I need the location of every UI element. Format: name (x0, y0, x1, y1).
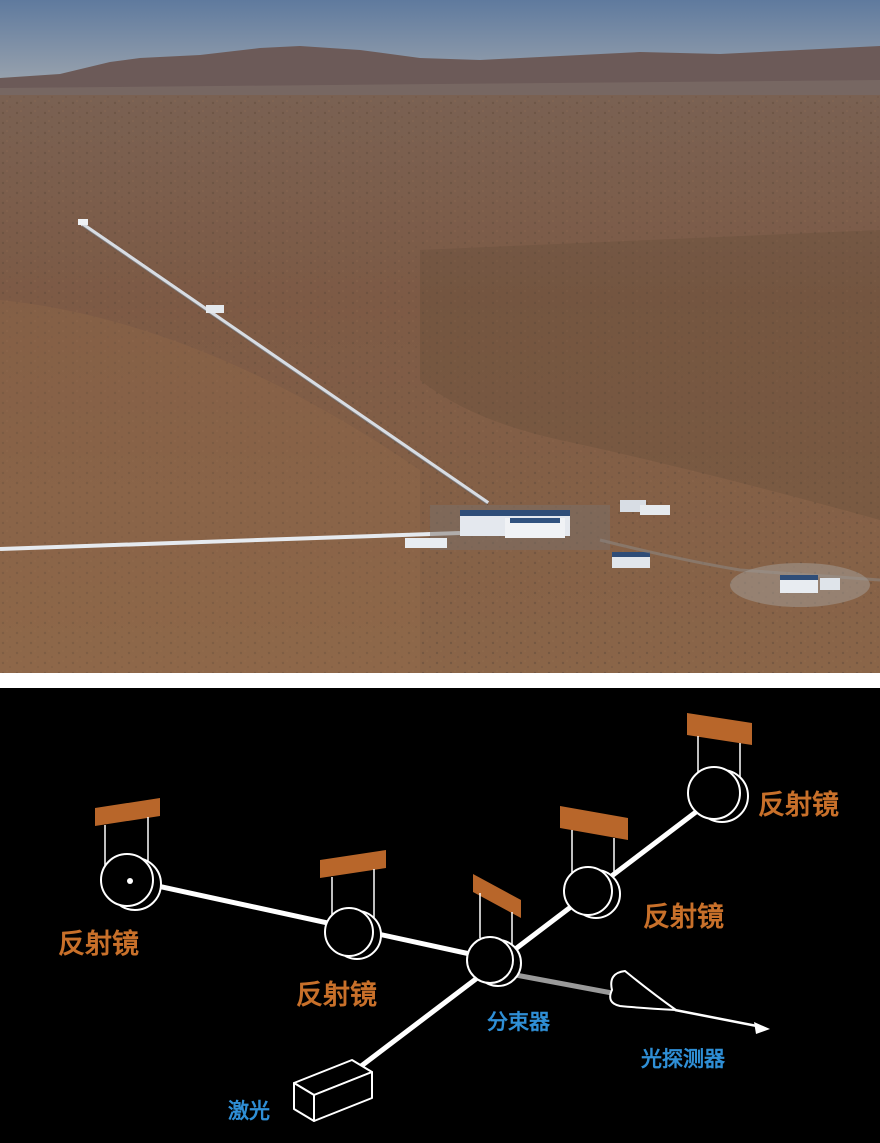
arrow-head-icon (754, 1022, 770, 1034)
mirror-top-right-icon (687, 713, 752, 823)
interferometer-diagram: 反射镜 反射镜 反射镜 反射镜 分束器 光探测器 激光 (0, 688, 880, 1143)
label-beam-splitter: 分束器 (487, 1010, 550, 1034)
interferometer-schematic (95, 713, 770, 1122)
mirror-left-icon (95, 798, 162, 911)
label-mirror-middle-left: 反射镜 (296, 980, 377, 1011)
detector-output-line (674, 1008, 763, 1029)
mirror-middle-left-icon (320, 850, 386, 960)
beam-to-detector (504, 970, 613, 996)
beam-left-arm (129, 877, 494, 962)
photodetector-icon (609, 969, 680, 1012)
mid-station (206, 305, 224, 313)
mirror-middle-right-icon (560, 806, 628, 919)
beam-splitter-icon (466, 874, 522, 987)
visitor-facility (730, 563, 870, 607)
corner-station (405, 500, 670, 568)
label-mirror-left: 反射镜 (58, 929, 139, 960)
end-station (78, 219, 88, 225)
label-laser: 激光 (228, 1099, 270, 1123)
label-mirror-top-right: 反射镜 (758, 790, 839, 821)
beam-laser-to-far-mirror (350, 794, 719, 1075)
aerial-photo (0, 0, 880, 673)
label-photodetector: 光探测器 (641, 1047, 725, 1071)
aerial-landscape-photo-icon (0, 0, 880, 673)
laser-box-icon (293, 1059, 373, 1122)
label-mirror-middle-right: 反射镜 (643, 902, 724, 933)
detector-arm-north (80, 222, 490, 505)
detector-arm-west (0, 531, 461, 551)
